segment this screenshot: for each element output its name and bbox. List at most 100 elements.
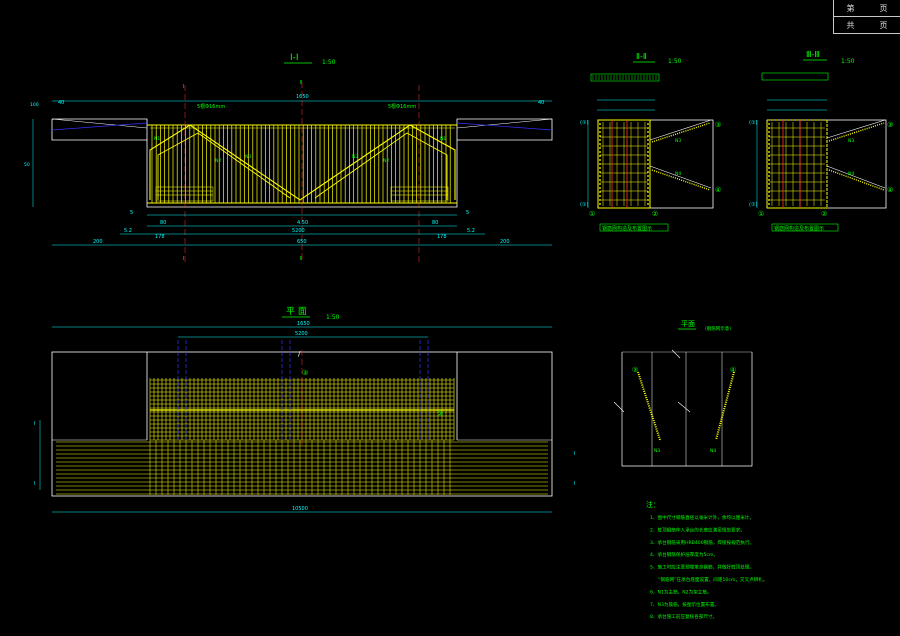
note-item: 5、施工时应注意预埋墩身钢筋，并做好桩顶处理。 [650,564,754,571]
title-block-sheet: 第 页 [834,0,900,16]
detail-n4: N4 [710,448,716,454]
dim-five-right: 5 [466,210,469,216]
bent-bar-n3 [314,132,448,200]
note-item: 7、N3为箍筋，按图示位置布置。 [650,601,719,608]
detail-c3: ③ [632,366,638,374]
notes-block: 注： 1、图中尺寸钢筋直径以毫米计外，余均以厘米计。 2、桩顶钢筋伸入承台的长度应… [646,500,767,620]
plan-c3: ③ [302,369,308,377]
svg-text:/: / [298,350,301,358]
section-3-view: Ⅲ-Ⅲ 1:50 (①) (①) ① ② ③ ④ N3 N4 钢筋网构造及布置图… [749,50,893,232]
section-2-scale: 1:50 [668,58,682,65]
dim-height-left: 100 [30,102,39,108]
rebar-label-top-right: 5根Φ16mm [388,103,416,110]
plan-dim-total-bottom: 10500 [292,506,308,512]
section-1-title: Ⅰ-Ⅰ [290,53,299,63]
plan-title: 平 面 [286,306,307,317]
cut-mark-top-1: Ⅰ [183,84,184,90]
s3-c4: ④ [887,186,893,194]
plan-detail-view: 平面 (钢筋网示意) ③ ④ N3 N4 [613,320,753,467]
section-3-title: Ⅲ-Ⅲ [806,50,820,59]
plan-c2: ② [437,410,443,418]
rebar-n2-a: N2 [215,158,221,164]
section-3-rebar-grid [768,122,825,206]
section-2-view: Ⅱ-Ⅱ 1:50 (①) (①) ① ② ③ ④ N3 N4 钢筋网构造及布置图… [580,52,721,232]
dim-off-right: 80 [432,220,438,226]
total-unit: 页 [879,20,888,30]
bent-bar-n1 [149,124,456,201]
cut-mark-bot-2: Ⅱ [300,256,302,262]
note-item: “钢筋网”在承台底面设置，间距10cm，交叉点绑扎。 [658,576,767,583]
rebar-n1-a: N1 [154,136,160,142]
note-item: 3、承台钢筋采用HRB400钢筋，焊接按规范执行。 [650,539,754,546]
note-item: 4、承台钢筋保护层厚度为5cm。 [650,551,718,558]
plan-view: 平 面 1:50 1650 5200 / ③ ② Ⅰ Ⅰ Ⅰ [34,306,575,513]
rebar-n3-a: N3 [245,154,251,160]
svg-text:Ⅰ: Ⅰ [34,481,35,487]
rebar-n2-b: N2 [383,158,389,164]
svg-text:(①): (①) [749,120,757,126]
svg-text:(①): (①) [580,202,588,208]
s2-c4: ④ [715,186,721,194]
section-1-scale: 1:50 [322,59,336,66]
pile-hatch-left [155,186,214,202]
dim-sub-right2: 178 [437,234,447,240]
section-2-rebar-grid [599,122,649,206]
bent-bar-n2 [157,132,291,200]
dim-height-left2: 50 [24,162,30,168]
dim-top-right: 40 [538,100,544,106]
rebar-label-top-left: 5根Φ16mm [197,103,225,110]
section-3-subtitle: 钢筋网构造及布置图示 [774,225,824,232]
plan-detail-scale: (钢筋网示意) [705,325,731,332]
s2-c1: ① [589,210,595,218]
note-item: 8、承台施工前应复核各部尺寸。 [650,613,717,620]
dim-inner: 5200 [292,228,305,234]
section-2-subtitle: 钢筋网构造及布置图示 [602,225,652,232]
section-1-stirrups [151,125,451,203]
s2-n3: N3 [675,138,681,144]
s3-c2: ② [821,210,827,218]
s3-c1: ① [758,210,764,218]
dim-bottom-right: 200 [500,239,510,245]
section-2-label-bar [592,75,657,80]
notes-heading: 注： [646,500,660,509]
svg-text:Ⅰ: Ⅰ [574,481,575,487]
title-block-total: 共 页 [834,16,900,33]
section-1-outline [52,118,553,208]
dim-bottom-total: 650 [297,239,307,245]
dim-top-total: 1650 [296,94,309,100]
dim-five-left: 5 [130,210,133,216]
s2-n4: N4 [675,171,681,177]
s3-c3: ③ [887,121,893,129]
svg-text:(①): (①) [580,120,588,126]
plan-scale: 1:50 [326,314,340,321]
svg-text:(①): (①) [749,202,757,208]
detail-n3: N3 [654,448,660,454]
detail-c4: ④ [730,366,736,374]
dim-sub-left: 5.2 [124,228,132,234]
plan-detail-title: 平面 [681,320,695,328]
pile-hatch-right [390,186,449,202]
cut-mark-top-2: Ⅱ [300,80,302,86]
dim-off-left: 80 [160,220,166,226]
plan-dim-inner: 5200 [295,331,308,337]
dim-sub-left2: 178 [155,234,165,240]
dim-sub-right: 5.2 [467,228,475,234]
svg-text:Ⅰ: Ⅰ [574,451,575,457]
note-item: 6、N1为主筋，N2为架立筋。 [650,588,712,595]
note-item: 2、桩顶钢筋伸入承台的长度应满足规范要求。 [650,526,745,533]
plan-dim-total: 1650 [297,321,310,327]
rebar-n3-b: N3 [352,154,358,160]
section-3-scale: 1:50 [841,58,855,65]
dim-top-left: 40 [58,100,64,106]
section-2-title: Ⅱ-Ⅱ [636,52,647,61]
s2-c3: ③ [715,121,721,129]
total-label: 共 [846,20,855,30]
s3-n3: N3 [848,138,854,144]
note-item: 1、图中尺寸钢筋直径以毫米计外，余均以厘米计。 [650,514,754,521]
section-1-view: Ⅰ-Ⅰ 1:50 1650 40 40 100 50 [24,53,553,262]
dim-inner-mid: 4.50 [297,220,308,226]
s3-n4: N4 [848,171,854,177]
s2-c2: ② [652,210,658,218]
cut-mark-bot-1: Ⅰ [183,256,184,262]
